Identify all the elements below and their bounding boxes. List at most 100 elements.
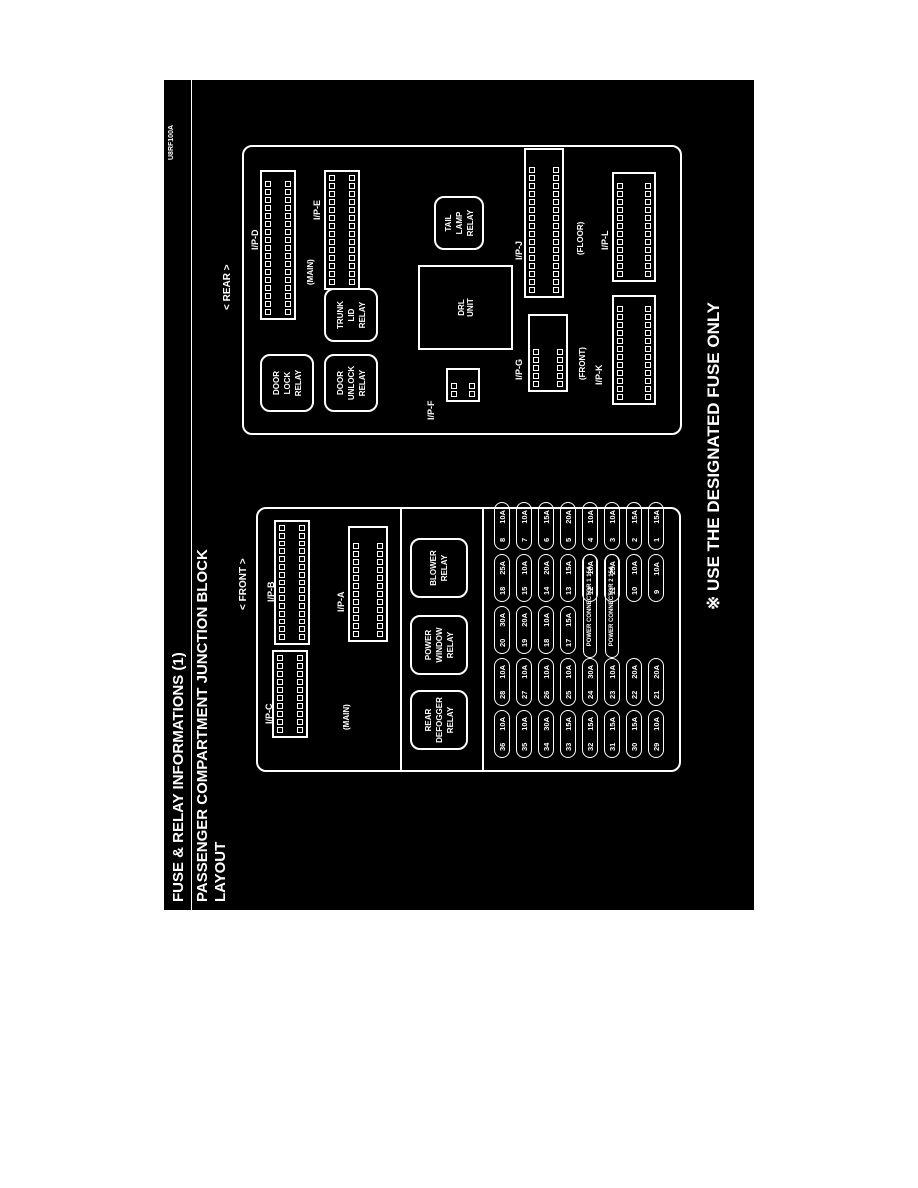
fuse-rating: 10A	[607, 510, 617, 524]
fuse-number: 32	[585, 742, 595, 752]
ipa-connector	[348, 526, 388, 642]
fuse-rating: 20A	[629, 664, 639, 679]
ipg-label: I/P-G	[514, 358, 524, 380]
ipk-label: I/P-K	[594, 364, 604, 385]
fuse-number: 4	[585, 537, 595, 542]
section-label: LAYOUT	[212, 841, 229, 902]
rear-main-label: (MAIN)	[306, 259, 315, 285]
fuse-slot: 30 15A	[626, 710, 642, 758]
door-unlock-relay: DOOR UNLOCK RELAY	[324, 354, 378, 412]
fuse-rating: 15A	[585, 716, 595, 731]
diagram-subtitle: PASSENGER COMPARTMENT JUNCTION BLOCK	[194, 549, 211, 902]
ipa-label: I/P-A	[336, 591, 346, 612]
fuse-slot: 17 15A	[560, 606, 576, 654]
fuse-slot: 8 10A	[494, 502, 510, 550]
fuse-number: 19	[519, 638, 529, 648]
fuse-rating: 10A	[585, 510, 595, 524]
ipf-connector	[446, 368, 480, 402]
fuse-rating: 20A	[563, 510, 573, 524]
fuse-rating: 10A	[519, 510, 529, 524]
fuse-rating: 15A	[629, 716, 639, 731]
fuse-rating: 10A	[607, 664, 617, 679]
fuse-slot: 28 10A	[494, 658, 510, 706]
fuse-number: 23	[607, 690, 617, 700]
fuse-number: 28	[497, 690, 507, 700]
ipf-label: I/P-F	[426, 400, 436, 421]
ipe-label: I/P-E	[312, 199, 322, 220]
fuse-rating: 15A	[629, 510, 639, 524]
header-divider	[191, 80, 192, 910]
power-window-relay: POWER WINDOW RELAY	[410, 615, 468, 675]
floor-connector-label: (FLOOR)	[576, 221, 585, 255]
fuse-rating: 15A	[563, 716, 573, 731]
fuse-rating: 10A	[541, 664, 551, 679]
fuse-slot: 22 20A	[626, 658, 642, 706]
fuse-rating: 10A	[563, 664, 573, 679]
ipd-label: I/P-D	[250, 229, 260, 250]
fuse-rating: 15A	[563, 612, 573, 627]
fuse-rating: 10A	[519, 716, 529, 731]
ipd-connector	[260, 170, 296, 320]
fuse-number: 30	[629, 742, 639, 752]
front-divider-2	[482, 509, 484, 770]
tail-lamp-relay: TAIL LAMP RELAY	[434, 196, 484, 250]
ipc-connector	[272, 650, 308, 738]
ipl-connector	[612, 172, 656, 282]
fuse-rating: 25A	[497, 560, 507, 575]
fuse-slot: 4 10A	[582, 502, 598, 550]
fuse-rating: 10A	[497, 510, 507, 524]
front-side-label: < FRONT >	[238, 558, 249, 610]
fuse-slot: 32 15A	[582, 710, 598, 758]
diagram-rotated-canvas: FUSE & RELAY INFORMATIONS (1) PASSENGER …	[164, 80, 754, 910]
front-connector-label: (FRONT)	[578, 347, 587, 380]
trunk-lid-relay: TRUNK LID RELAY	[324, 288, 378, 342]
fuse-number: 34	[541, 742, 551, 752]
fuse-number: 33	[563, 742, 573, 752]
fuse-number: 13	[563, 586, 573, 596]
fuse-slot: 34 30A	[538, 710, 554, 758]
fuse-slot: 27 10A	[516, 658, 532, 706]
fuse-number: 17	[563, 638, 573, 648]
rear-defogger-relay: REAR DEFOGGER RELAY	[410, 690, 468, 750]
fuse-number: 1	[651, 537, 661, 542]
fuse-rating: 10A	[519, 664, 529, 679]
fuse-rating: 10A	[497, 716, 507, 731]
rear-side-label: < REAR >	[222, 264, 233, 310]
fuse-rating: 10A	[497, 664, 507, 679]
fuse-rating: 10A	[651, 562, 661, 576]
fuse-number: 18	[497, 586, 507, 596]
fuse-rating: 30A	[541, 716, 551, 731]
ipj-label: I/P-J	[514, 240, 524, 260]
power-connector: POWER CONNECTOR 2 15A	[605, 554, 619, 658]
fuse-number: 22	[629, 690, 639, 700]
fuse-number: 21	[651, 690, 661, 700]
drl-unit: DRL UNIT	[418, 265, 513, 350]
ipj-connector	[524, 148, 564, 298]
fuse-slot: 35 10A	[516, 710, 532, 758]
fuse-slot: 18 25A	[494, 554, 510, 602]
fuse-slot: 33 15A	[560, 710, 576, 758]
power-connector: POWER CONNECTOR 1 15A	[583, 554, 597, 658]
fuse-rating: 30A	[497, 612, 507, 627]
fuse-number: 18	[541, 638, 551, 648]
fuse-number: 27	[519, 690, 529, 700]
fuse-number: 35	[519, 742, 529, 752]
blower-relay: BLOWER RELAY	[410, 538, 468, 598]
footer-note: ※ USE THE DESIGNATED FUSE ONLY	[704, 301, 723, 610]
drawing-code: U8RF100A	[168, 124, 175, 160]
fuse-number: 8	[497, 537, 507, 542]
